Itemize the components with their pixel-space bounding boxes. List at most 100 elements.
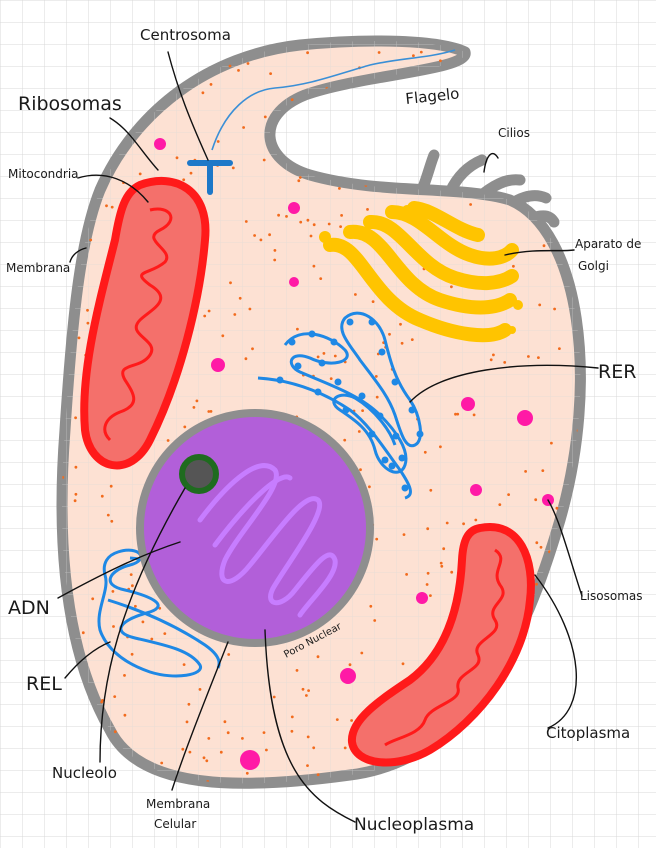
ribosome-dot <box>299 220 303 224</box>
ribosome-dot <box>238 296 242 300</box>
label-mitocondria: Mitocondria <box>8 167 79 181</box>
ribosome-dot <box>550 441 553 445</box>
ribosome-dot <box>456 412 460 416</box>
ribosome-dot <box>182 663 186 666</box>
ribosome-dot <box>187 702 191 706</box>
ribosome-dot <box>538 303 542 307</box>
golgi-apparatus <box>323 201 519 343</box>
ribosome-dot <box>216 140 220 143</box>
ribosome-dot <box>207 737 211 740</box>
ribosome-dot <box>277 213 280 217</box>
ribosome-dot <box>207 410 211 413</box>
ribosome-dot <box>195 399 199 403</box>
ribosome-dot <box>361 409 364 412</box>
golgi-vesicles <box>319 205 523 334</box>
ribosome-dot <box>366 208 369 211</box>
ribosome-dot <box>306 764 309 767</box>
ribosome-dot <box>357 430 361 433</box>
ribosome-dot <box>262 158 266 162</box>
ribosome-dot <box>498 503 502 506</box>
ribosome-dot <box>273 249 277 252</box>
label-lisosomas: Lisosomas <box>580 589 643 603</box>
label-citoplasma: Citoplasma <box>546 724 630 742</box>
ribosome-dot <box>423 450 427 454</box>
ribosome-dot <box>305 694 308 697</box>
ribosome-dot <box>312 746 316 750</box>
ribosome-dot <box>231 166 235 170</box>
ribosome-dot <box>228 64 232 68</box>
ribosome-dot <box>163 632 167 635</box>
ribosome-dot <box>198 688 202 691</box>
ribosome-dot <box>429 488 433 492</box>
ribosome-dot <box>405 573 408 576</box>
ribosome-dot <box>181 747 185 751</box>
ribosome-dot <box>425 583 429 586</box>
ribosome-dot <box>209 83 213 86</box>
ribosome-dot <box>329 377 333 380</box>
ribosome-dot <box>553 307 556 311</box>
ribosome-dot <box>290 729 294 733</box>
ribosome-dot <box>368 485 371 489</box>
ribosome-dot <box>131 584 134 588</box>
mitochondrion-left <box>80 177 210 470</box>
ribosome-dot <box>375 537 379 541</box>
ribosome-dot <box>503 361 507 364</box>
ribosome-dot <box>183 425 187 429</box>
ribosome-dot <box>306 218 310 222</box>
ribosome-dot <box>343 746 347 750</box>
ribosome-dot <box>400 341 404 345</box>
ribosome-dot <box>272 695 276 699</box>
ribosome-dot <box>110 519 114 523</box>
ribosome-dot <box>377 51 381 54</box>
ribosome-dot <box>439 561 443 565</box>
leader-lines <box>57 51 599 823</box>
ribosome-dot <box>105 204 108 208</box>
ribosome-dot <box>333 354 337 358</box>
ribosome-dot <box>123 674 126 677</box>
ribosome-dot <box>450 285 453 289</box>
ribosome-dot <box>202 756 206 760</box>
ribosome-dot <box>166 439 170 442</box>
ribosome-dot <box>489 358 493 362</box>
label-membrana-celular-1: Membrana <box>146 797 210 811</box>
ribosome-dot <box>527 355 530 358</box>
ribosome-dot <box>316 655 320 659</box>
ribosome-dot <box>301 687 305 691</box>
ribosome-dot <box>429 594 432 597</box>
ribosome-dot <box>290 98 294 102</box>
ribosome-dot <box>160 761 164 765</box>
ribosome-dot <box>388 332 391 336</box>
ribosome-dot <box>295 669 299 672</box>
ribosome-dot <box>374 375 378 378</box>
ribosome-dot <box>237 69 240 72</box>
ribosome-dot <box>426 571 430 575</box>
label-rel: REL <box>26 673 62 695</box>
ribosome-dot <box>138 172 142 176</box>
label-nucleoplasma: Nucleoplasma <box>354 815 474 835</box>
ribosome-dot <box>359 468 362 472</box>
ribosome-dot <box>371 300 375 303</box>
ribosome-dot <box>309 234 313 238</box>
ribosome-dot <box>399 322 402 326</box>
flagellum-line <box>211 49 456 151</box>
ribosome-dot <box>207 309 211 313</box>
ribosome-dot <box>306 735 310 739</box>
ribosome-dot <box>335 718 339 721</box>
ribosome-dot <box>229 281 232 285</box>
nucleus <box>136 409 374 647</box>
ribosome-dot <box>134 604 137 608</box>
label-adn: ADN <box>8 597 50 619</box>
ribosome-dot <box>316 355 320 359</box>
ribosome-dot <box>401 662 405 666</box>
ribosome-dot <box>227 653 231 656</box>
dna <box>197 463 338 618</box>
ribosome-dot <box>410 338 414 341</box>
ribosome-dot <box>233 313 237 316</box>
ribosome-dot <box>298 176 302 179</box>
ribosome-dot <box>312 223 316 227</box>
ribosome-dot <box>251 347 254 351</box>
ribosome-dot <box>319 277 323 280</box>
ribosome-dot <box>375 395 379 399</box>
mitochondrion-right <box>347 522 535 767</box>
ribosome-dot <box>223 720 227 724</box>
